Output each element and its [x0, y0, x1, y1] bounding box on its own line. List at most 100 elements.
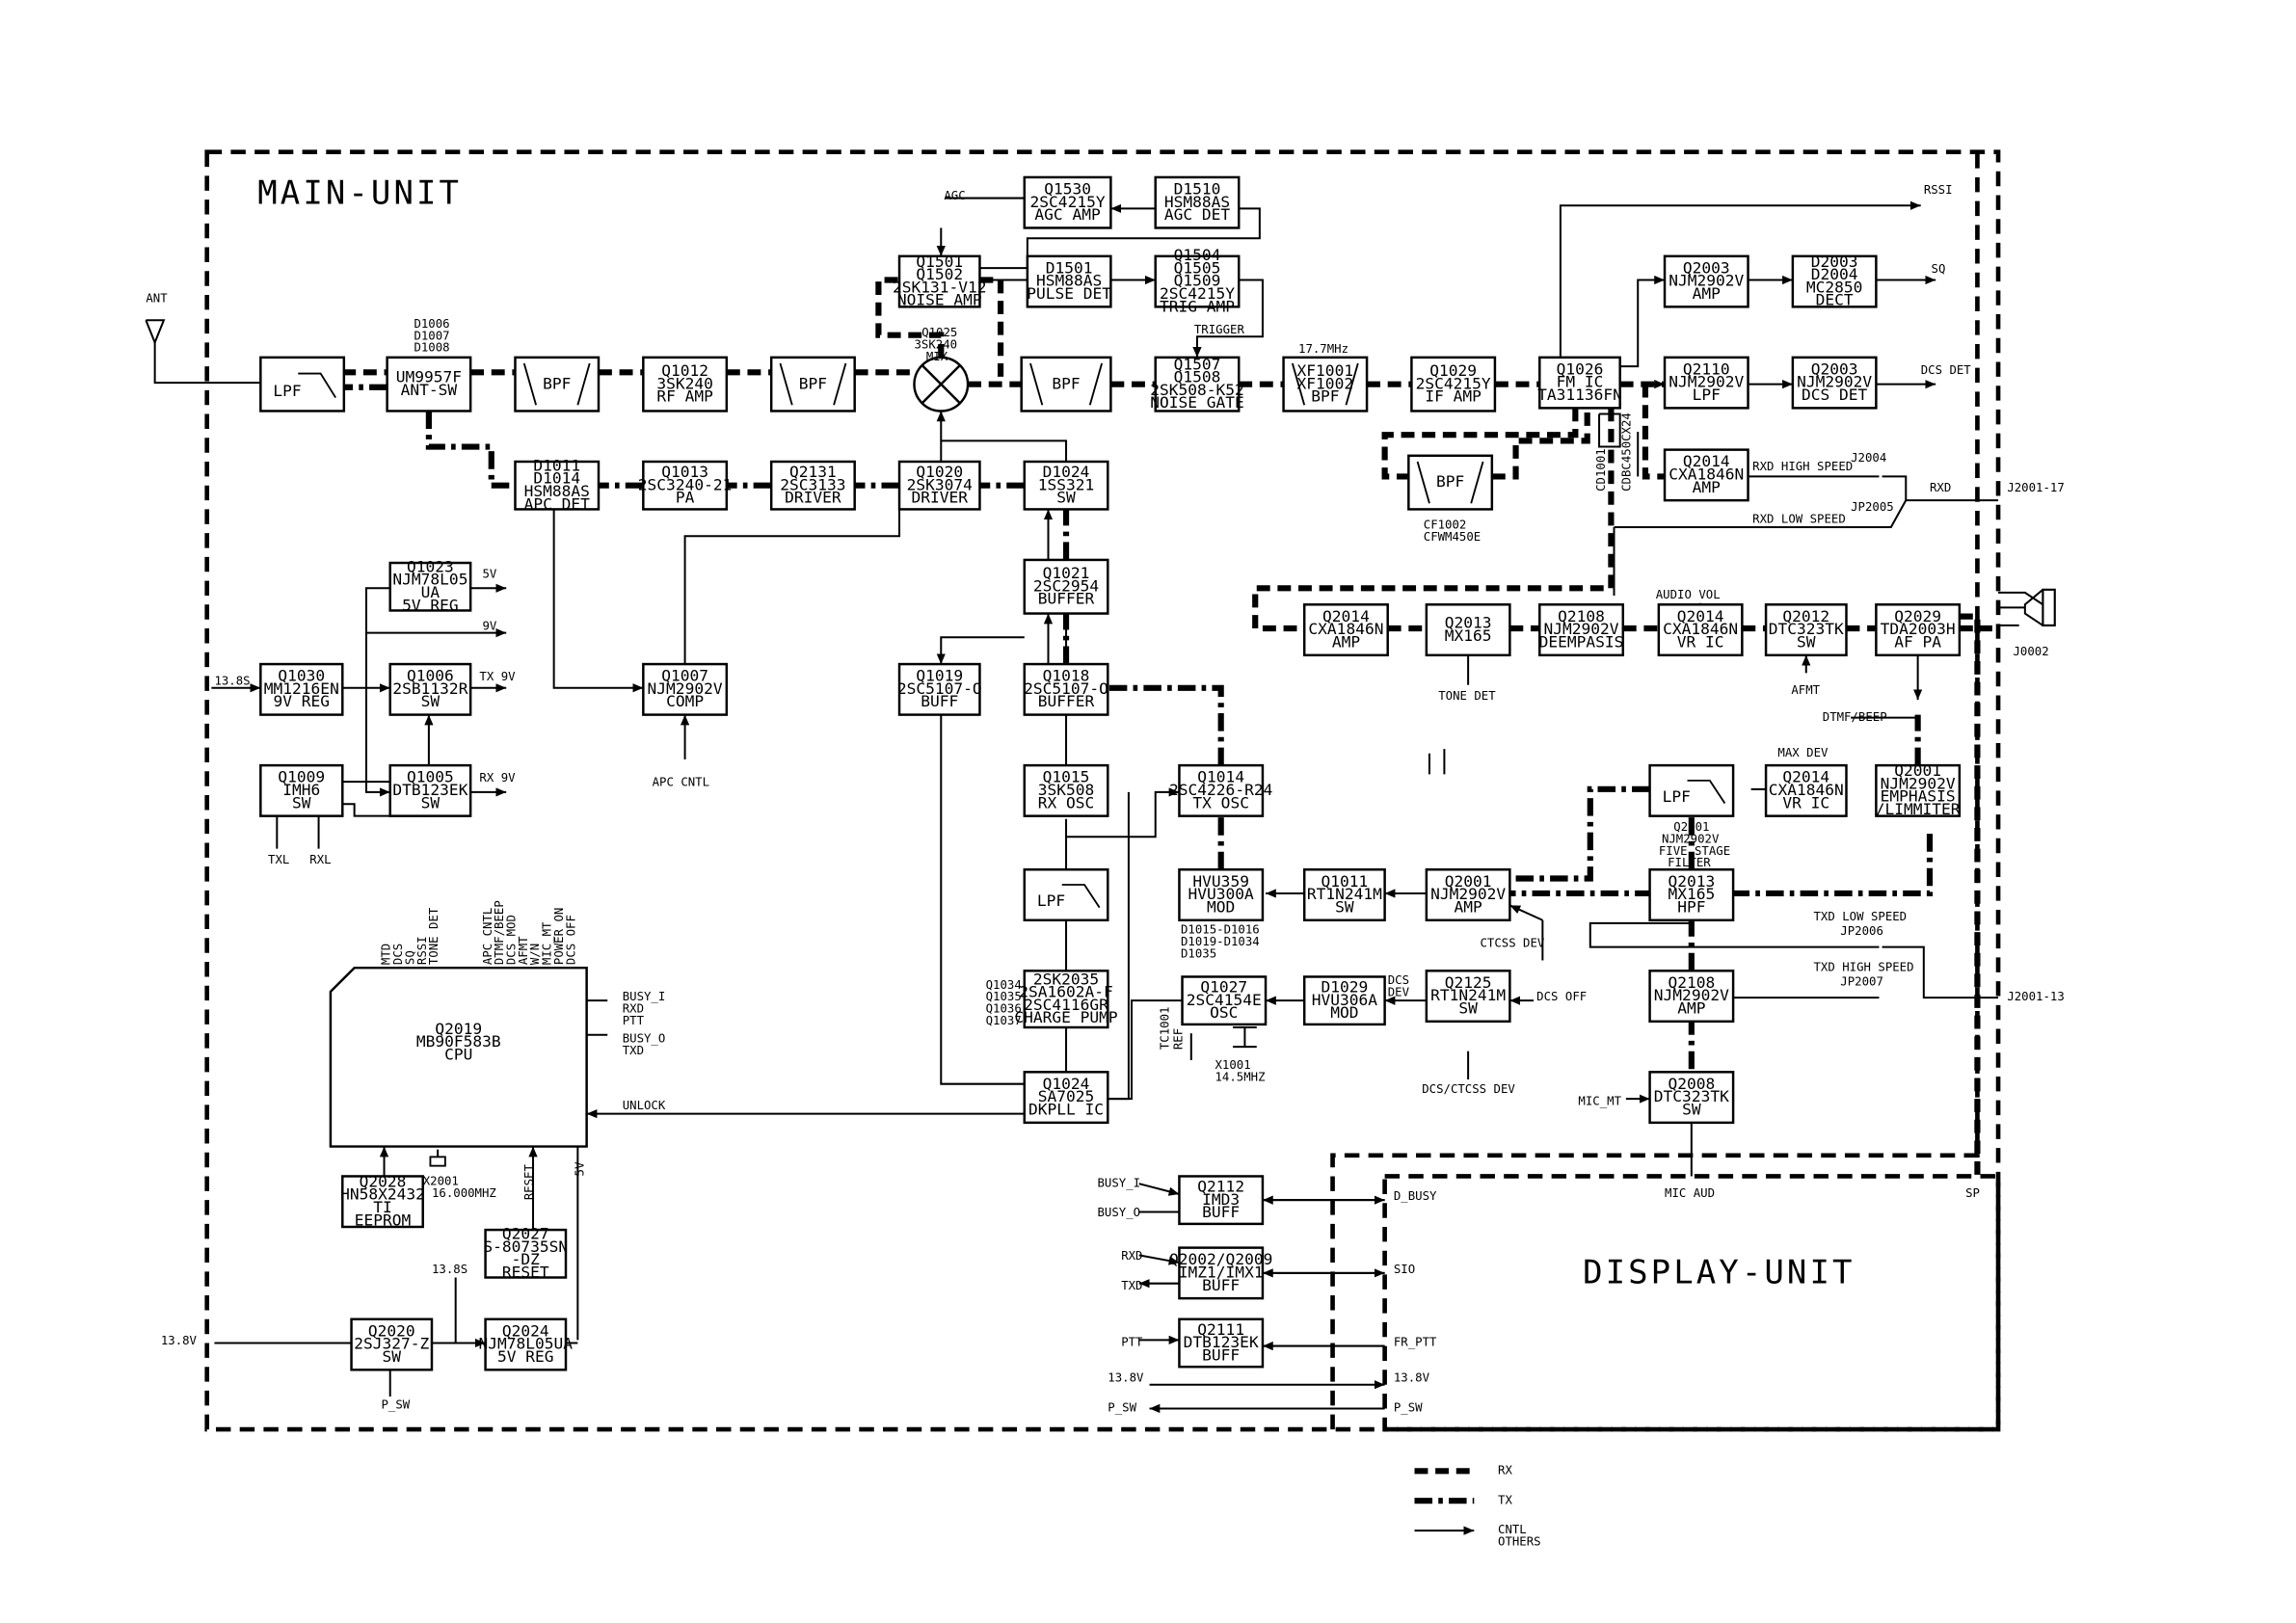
label-txdhs: TXD HIGH SPEED: [1814, 960, 1914, 973]
block-q2019-line: MB90F583B: [416, 1032, 501, 1051]
block-q2111-line: BUFF: [1202, 1345, 1240, 1364]
block-q2013b-line: MX165: [1668, 885, 1715, 903]
block-d1510-line: HSM88AS: [1164, 193, 1230, 211]
block-q1009-line: IMH6: [282, 781, 320, 799]
block-q2108a-line: DEEMPASIS: [1539, 632, 1624, 651]
block-bpf1-line: BPF: [543, 374, 571, 392]
block-q1009-line: Q1009: [278, 768, 325, 786]
block-q1018-line: Q1018: [1043, 667, 1090, 685]
label-ctcssdev: CTCSS DEV: [1480, 937, 1544, 950]
block-q2027-line: RESET: [502, 1263, 549, 1281]
block-q2002-line: BUFF: [1202, 1276, 1240, 1294]
block-q1014-line: 2SC4226-R24: [1169, 781, 1272, 799]
label-fsf3: FIVE STAGE: [1659, 844, 1730, 858]
block-lpf_pll-line: LPF: [1037, 891, 1065, 910]
block-q2108b-line: Q2108: [1668, 973, 1715, 992]
label-cpu10: W/N: [528, 944, 542, 965]
block-q2013b-line: HPF: [1677, 897, 1705, 916]
antenna-icon: [145, 319, 166, 346]
block-q1007-line: Q1007: [661, 667, 708, 685]
block-q2014a-line: AMP: [1693, 478, 1722, 496]
label-qlist1: Q1034: [986, 978, 1022, 992]
label-dbusy: D_BUSY: [1394, 1189, 1437, 1203]
label-sio: SIO: [1394, 1263, 1415, 1276]
block-q2034-line: 2SA1602A-F: [1019, 983, 1113, 1001]
block-q2125-line: SW: [1458, 998, 1478, 1017]
label-mic_mt: MIC_MT: [1578, 1094, 1621, 1107]
block-q2008-line: DTC323TK: [1654, 1087, 1729, 1105]
block-q1027-line: 2SC4154E: [1187, 991, 1262, 1009]
block-bpf_cf-line: BPF: [1436, 472, 1464, 491]
block-q1013-line: 2SC3240-21: [638, 475, 733, 493]
block-q1007-line: NJM2902V: [648, 679, 723, 698]
label-leg_rx: RX: [1498, 1463, 1512, 1477]
block-q1024-line: DKPLL IC: [1028, 1101, 1104, 1119]
block-q2014d-line: CXA1846N: [1769, 781, 1844, 799]
label-jp2006: JP2006: [1840, 924, 1883, 938]
block-bpf3: BPF: [1020, 356, 1112, 412]
label-rxd2: RXD: [623, 1002, 644, 1016]
block-d1029-line: D1029: [1322, 978, 1369, 997]
label-cpu6: APC CNTL: [481, 908, 494, 965]
label-d1007: D1007: [414, 329, 449, 342]
block-antsw-line: ANT-SW: [401, 381, 458, 399]
label-v5: 5V: [482, 567, 496, 580]
block-lpf_5: LPF: [1648, 763, 1735, 817]
block-d1510-line: D1510: [1174, 180, 1221, 199]
block-d1501-line: PULSE DET: [1027, 284, 1111, 303]
block-lpf_ant-line: LPF: [273, 382, 301, 400]
label-v138b: 13.8V: [1108, 1371, 1144, 1385]
label-ptt: PTT: [623, 1014, 645, 1027]
crystal-x2001-icon: [429, 1156, 446, 1167]
block-bpf3-line: BPF: [1052, 374, 1080, 392]
label-d1008: D1008: [414, 341, 449, 355]
block-q2002-line: Q2002/Q2009: [1169, 1250, 1272, 1268]
block-q2013a-line: MX165: [1445, 626, 1492, 645]
block-q2001a-line: NJM2902V: [1430, 885, 1506, 903]
label-sq: SQ: [1932, 262, 1946, 276]
block-q1023-line: 5V REG: [402, 596, 459, 614]
block-q2014b-line: CXA1846N: [1308, 620, 1383, 638]
block-q2112-line: BUFF: [1202, 1203, 1240, 1221]
label-txv: TX 9V: [479, 670, 516, 683]
block-d1501-line: D1501: [1046, 258, 1093, 277]
block-q2003b-line: Q2003: [1811, 359, 1858, 378]
label-qlist2: Q1035: [986, 990, 1022, 1003]
label-reset: RESET: [522, 1163, 536, 1200]
label-dtmfbeep: DTMF/BEEP: [1823, 710, 1887, 724]
block-q1021-line: Q1021: [1043, 564, 1090, 582]
block-q2012-line: SW: [1797, 632, 1816, 651]
block-q1018-line: 2SC5107-O: [1024, 679, 1108, 698]
label-v85: 13.8S: [214, 675, 250, 688]
label-maxdev: MAX DEV: [1777, 746, 1829, 759]
main-unit-frame: [204, 149, 2001, 1432]
block-d1501-line: HSM88AS: [1036, 272, 1102, 290]
label-cf1002: CF1002: [1424, 518, 1467, 531]
block-q2027-line: -DZ: [512, 1250, 541, 1268]
block-q1013-line: Q1013: [661, 463, 708, 481]
block-q1507-line: NOISE GATE: [1150, 393, 1244, 412]
legend: [1414, 1468, 1475, 1535]
block-q2008-line: SW: [1682, 1101, 1701, 1119]
labels-layer: ANTD1006D1007D1008Q10253SK240MIXAGCTRIGG…: [146, 183, 2064, 1549]
block-q1030-line: Q1030: [278, 667, 325, 685]
label-agc: AGC: [944, 189, 965, 202]
label-rxdhs: RXD HIGH SPEED: [1752, 460, 1853, 473]
